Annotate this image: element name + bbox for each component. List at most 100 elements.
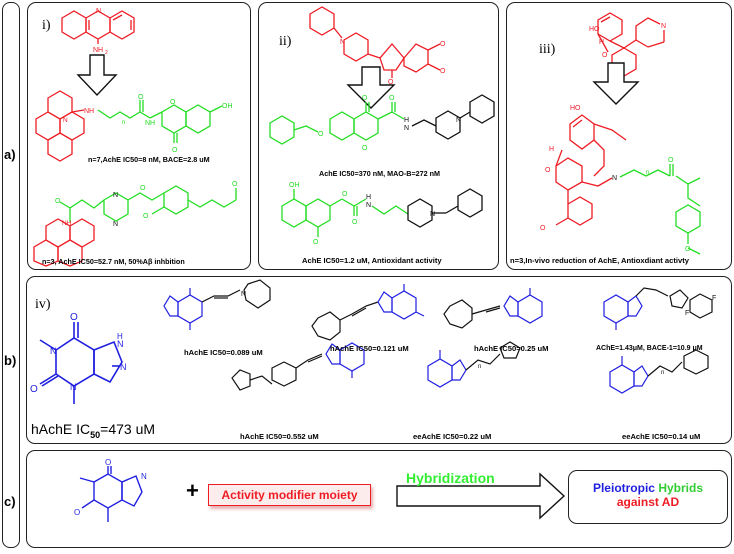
panel-iv-caption-5: hAchE IC50=0.552 uM [240,432,319,441]
galantamine-molecule [597,12,665,77]
svg-text:O: O [389,95,395,102]
svg-text:O: O [232,181,238,188]
svg-text:N: N [141,472,147,481]
panel-iv-caption-7: eeAchE IC50=0.14 uM [622,432,701,441]
panel-i-caption-1: n=7,AchE IC50=8 nM, BACE=2.8 uM [88,155,210,164]
tacrine-molecule [61,10,135,44]
activity-modifier-box: Activity modifier moiety [208,484,371,506]
svg-text:F: F [712,295,716,302]
xanthine-4 [603,294,643,330]
tacrine-n-atom: N [96,8,101,15]
svg-text:H: H [117,332,123,341]
svg-text:N: N [612,175,617,182]
svg-text:N: N [113,221,118,228]
hybrid-ii-2-benzylpiperidine [407,188,483,228]
svg-text:N: N [120,362,127,372]
svg-text:NH: NH [145,120,155,127]
plus-sign: + [186,478,199,503]
svg-text:N: N [366,202,371,209]
panel-ii-caption-2: AchE IC50=1.2 uM, Antioxidant activity [302,256,442,265]
svg-text:O: O [138,94,144,101]
xanthine-6-chain [465,341,521,371]
svg-text:N: N [404,125,409,132]
caffeine-ic50: hAchE IC50=473 uM [31,421,156,440]
result-hybrids: Hybrids [658,481,704,495]
xanthine-2 [377,284,425,320]
svg-text:O: O [74,508,80,517]
svg-text:O: O [170,99,176,106]
panel-iii-label: iii) [539,42,556,57]
svg-text:O: O [440,68,446,75]
section-label-c: c) [4,493,16,510]
panel-i-label: i) [42,18,51,33]
result-pleiotropic: Pleiotropic [592,481,655,495]
panel-iv-caption-6: eeAchE IC50=0.22 uM [413,432,492,441]
xanthine-2-ring [311,301,379,341]
panel-ii-label: ii) [279,34,292,49]
svg-text:O: O [55,198,61,205]
svg-text:N: N [63,117,68,124]
panel-iv-caption-4: AChE=1.43μM, BACE-1=10.9 μM [596,345,703,352]
svg-text:O: O [143,213,149,220]
arrow-down-i [76,54,118,97]
arrow-down-ii [346,66,396,109]
svg-text:HO: HO [570,105,581,112]
svg-text:N: N [241,291,246,298]
svg-text:n: n [122,120,125,126]
hybrid-iii-cinnamoyl [619,164,701,255]
xanthine-5-chain [231,353,323,391]
svg-text:O: O [540,225,546,232]
svg-text:O: O [668,157,674,164]
panel-iii-frame [506,2,732,270]
svg-text:N: N [340,39,345,46]
svg-text:N: N [113,192,118,199]
svg-text:OH: OH [222,103,233,110]
svg-text:OH: OH [289,182,300,189]
svg-text:O: O [388,79,394,86]
svg-text:O: O [440,41,446,48]
svg-text:O: O [140,185,146,192]
svg-text:O: O [105,458,111,467]
panel-ii-frame [258,2,499,270]
svg-text:O: O [70,312,78,323]
svg-text:n: n [646,170,649,176]
xanthine-3-ring [443,299,501,329]
panel-ii-caption-1: AchE IC50=370 nM, MAO-B=272 nM [319,169,441,178]
hybrid1-nh: NH [84,108,94,115]
hybrid1-tacrine [35,90,85,162]
svg-text:NH: NH [62,220,72,227]
panel-iii-caption: n=3,In-vivo reduction of AchE, Antioxdia… [510,256,689,265]
panel-iv-caption-1: hAchE IC50=0.089 uM [184,348,263,357]
svg-text:HO: HO [589,26,600,33]
section-label-b: b) [4,352,17,369]
svg-text:N: N [117,339,124,349]
svg-text:H: H [599,39,604,46]
svg-text:O: O [362,145,368,152]
tacrine-nh2-sub: 2 [105,50,108,56]
result-against-ad: against AD [616,495,680,509]
result-box: Pleiotropic Hybrids against AD [568,470,728,524]
svg-text:O: O [545,167,551,174]
svg-text:O: O [30,384,38,395]
hybrid-ii-2-coumarin [281,189,409,237]
panel-iv-caption-3: hAchE IC50=0.25 uM [474,344,549,353]
panel-c-frame [26,450,732,548]
svg-text:O: O [342,191,348,198]
svg-text:O: O [685,246,691,253]
svg-text:O: O [352,219,358,226]
svg-text:N: N [430,211,435,218]
hybridization-arrow [396,472,566,520]
hybrid2-tacrine [33,218,95,267]
xanthine-3 [503,288,543,324]
svg-text:O: O [313,239,319,246]
hybridization-label: Hybridization [406,470,495,486]
caffeine-small [79,466,143,522]
svg-text:n: n [478,364,481,370]
arrow-down-iii [592,62,640,105]
svg-text:H: H [549,146,554,153]
svg-text:n: n [661,370,664,376]
donepezil-molecule [309,6,441,78]
svg-text:N: N [456,117,461,124]
